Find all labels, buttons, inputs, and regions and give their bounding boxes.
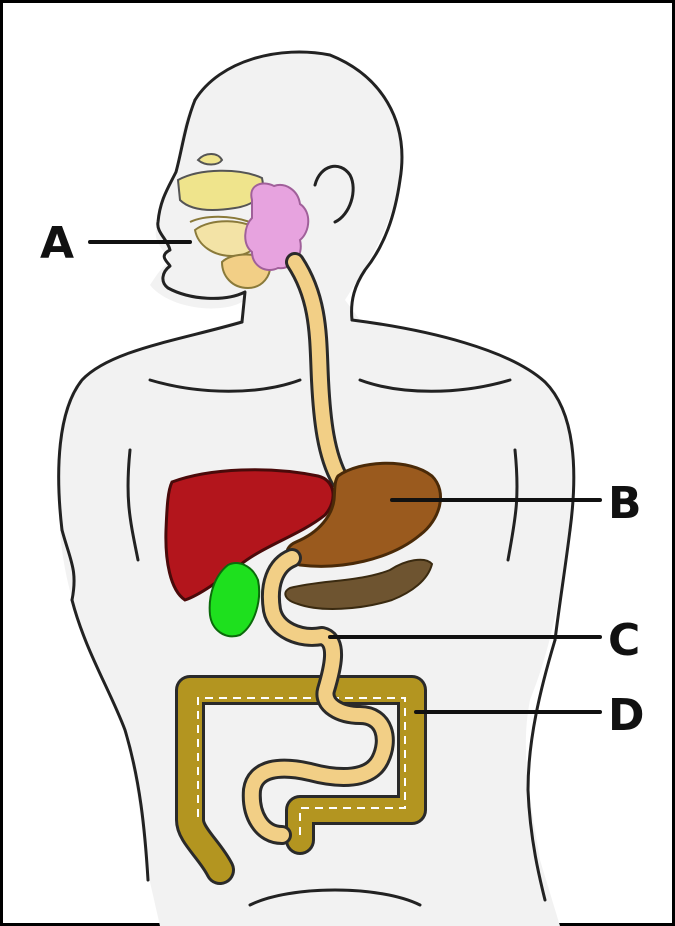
label-c: C: [608, 615, 640, 666]
nasal-cavity: [178, 171, 263, 210]
label-b: B: [608, 478, 642, 529]
label-a: A: [40, 218, 74, 269]
label-d: D: [608, 690, 645, 741]
